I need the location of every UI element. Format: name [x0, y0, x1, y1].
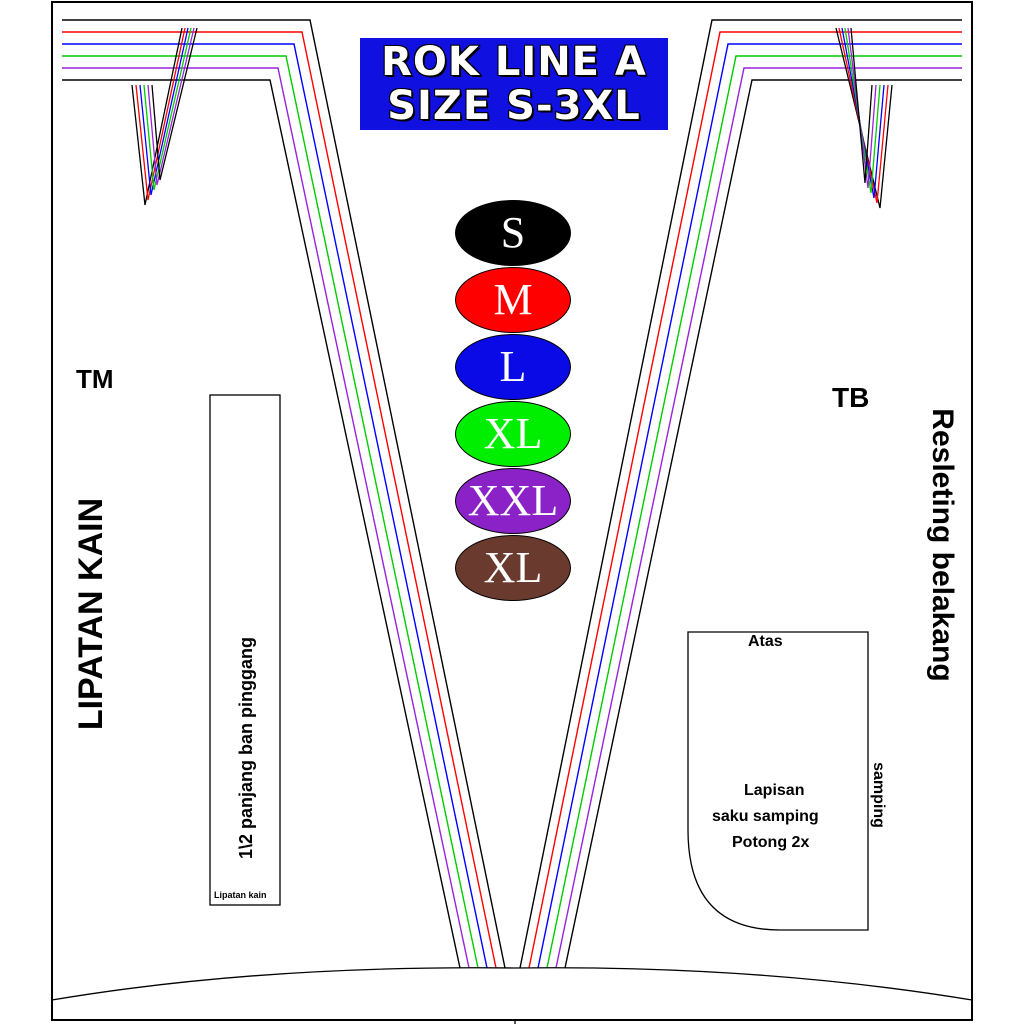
front-outline-1	[62, 31, 497, 969]
waistband-label: 1\2 panjang ban pinggang	[236, 636, 256, 859]
size-oval-l: L	[455, 334, 571, 400]
back-dart-line-1	[838, 27, 889, 204]
pocket-facing-shape	[687, 631, 869, 931]
front-dart-line-4	[147, 27, 195, 186]
title-banner: ROK LINE A SIZE S-3XL	[360, 38, 668, 130]
front-outline-3	[62, 55, 479, 969]
back-outline-4	[555, 67, 962, 969]
front-dart-line-5	[151, 27, 198, 181]
back-dart-line-5	[850, 27, 873, 184]
front-piece-outlines	[62, 19, 506, 969]
pocket-line-3: Potong 2x	[732, 834, 810, 851]
size-oval-s: S	[455, 200, 571, 266]
front-dart-line-3	[143, 27, 192, 191]
pocket-side-label: samping	[870, 762, 887, 828]
back-outline-2	[537, 43, 962, 969]
back-hem-curve	[514, 967, 973, 1001]
waistband-rect	[209, 394, 281, 906]
front-outline-4	[62, 67, 470, 969]
back-dart-line-3	[844, 27, 881, 194]
front-dart-line-2	[139, 27, 189, 196]
size-oval-xxl: XXL	[455, 468, 571, 534]
size-oval-xl: XL	[455, 535, 571, 601]
back-dart-line-0	[835, 27, 893, 209]
outer-frame	[51, 1, 973, 1021]
front-outline-0	[62, 19, 506, 969]
waistband-fold-note: Lipatan kain	[214, 890, 267, 900]
fold-label: LIPATAN KAIN	[72, 497, 110, 731]
front-outline-5	[62, 79, 461, 969]
pocket-top-label: Atas	[748, 633, 783, 650]
pocket-line-1: Lapisan	[744, 782, 805, 799]
front-dart-line-1	[135, 27, 186, 201]
back-outline-3	[546, 55, 962, 969]
front-dart	[131, 27, 198, 206]
front-piece-code: TM	[76, 364, 114, 394]
front-outline-2	[62, 43, 488, 969]
back-dart-line-4	[847, 27, 877, 189]
back-outline-1	[528, 31, 962, 969]
title-line-1: ROK LINE A	[380, 39, 647, 85]
front-dart-line-0	[131, 27, 183, 206]
size-oval-m: M	[455, 267, 571, 333]
back-outline-0	[519, 19, 962, 969]
front-hem-curve	[51, 967, 516, 1001]
size-oval-xl: XL	[455, 401, 571, 467]
back-piece-outlines	[519, 19, 962, 969]
title-line-2: SIZE S-3XL	[386, 83, 641, 129]
back-outline-5	[564, 79, 962, 969]
back-dart	[835, 27, 893, 209]
back-dart-line-2	[841, 27, 885, 199]
pocket-line-2: saku samping	[712, 808, 819, 825]
back-piece-code: TB	[832, 382, 870, 413]
zipper-label: Resleting belakang	[926, 408, 959, 682]
